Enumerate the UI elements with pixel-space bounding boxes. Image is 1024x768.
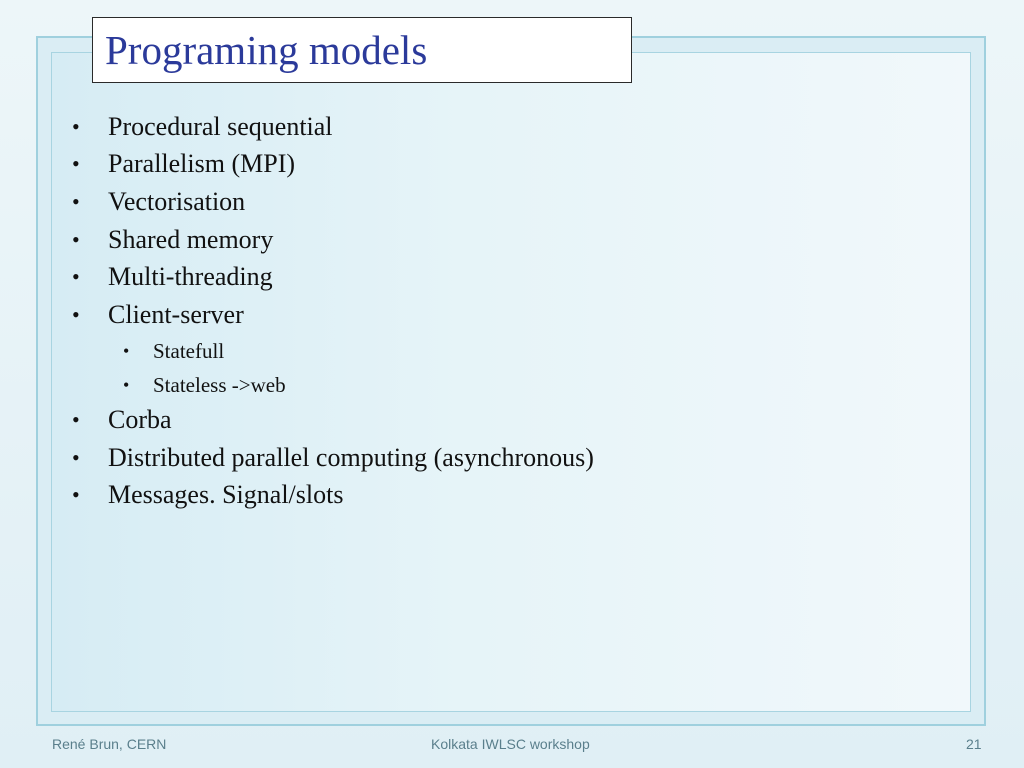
- bullet-icon: •: [72, 264, 80, 289]
- bullet-text: Multi-threading: [108, 262, 273, 291]
- bullet-text: Vectorisation: [108, 187, 246, 216]
- sub-bullet-item: • Stateless ->web: [123, 372, 286, 398]
- bullet-icon: •: [123, 375, 130, 395]
- bullet-item: • Messages. Signal/slots: [72, 480, 344, 510]
- bullet-icon: •: [72, 482, 80, 507]
- sub-bullet-item: • Statefull: [123, 338, 225, 364]
- bullet-item: • Multi-threading: [72, 262, 273, 292]
- footer-author: René Brun, CERN: [52, 736, 167, 752]
- bullet-text: Messages. Signal/slots: [108, 480, 344, 509]
- bullet-item: • Parallelism (MPI): [72, 149, 296, 179]
- bullet-icon: •: [72, 445, 80, 470]
- bullet-text: Parallelism (MPI): [108, 149, 296, 178]
- bullet-item: • Corba: [72, 405, 172, 435]
- bullet-item: • Client-server: [72, 300, 244, 330]
- bullet-icon: •: [72, 302, 80, 327]
- bullet-icon: •: [123, 341, 130, 361]
- bullet-item: • Procedural sequential: [72, 112, 333, 142]
- slide-title: Programing models: [105, 27, 428, 73]
- bullet-icon: •: [72, 407, 80, 432]
- bullet-icon: •: [72, 189, 80, 214]
- bullet-icon: •: [72, 114, 80, 139]
- bullet-item: • Vectorisation: [72, 187, 246, 217]
- title-box: Programing models: [92, 17, 632, 83]
- bullet-text: Stateless ->web: [153, 373, 286, 397]
- bullet-text: Distributed parallel computing (asynchro…: [108, 443, 594, 472]
- content-panel: [51, 52, 971, 712]
- bullet-text: Corba: [108, 405, 172, 434]
- bullet-text: Procedural sequential: [108, 112, 333, 141]
- bullet-icon: •: [72, 151, 80, 176]
- bullet-item: • Distributed parallel computing (asynch…: [72, 443, 594, 473]
- page-number: 21: [966, 736, 982, 752]
- bullet-text: Shared memory: [108, 225, 274, 254]
- bullet-text: Client-server: [108, 300, 244, 329]
- bullet-item: • Shared memory: [72, 225, 274, 255]
- bullet-text: Statefull: [153, 339, 225, 363]
- bullet-icon: •: [72, 227, 80, 252]
- footer-event: Kolkata IWLSC workshop: [431, 736, 590, 752]
